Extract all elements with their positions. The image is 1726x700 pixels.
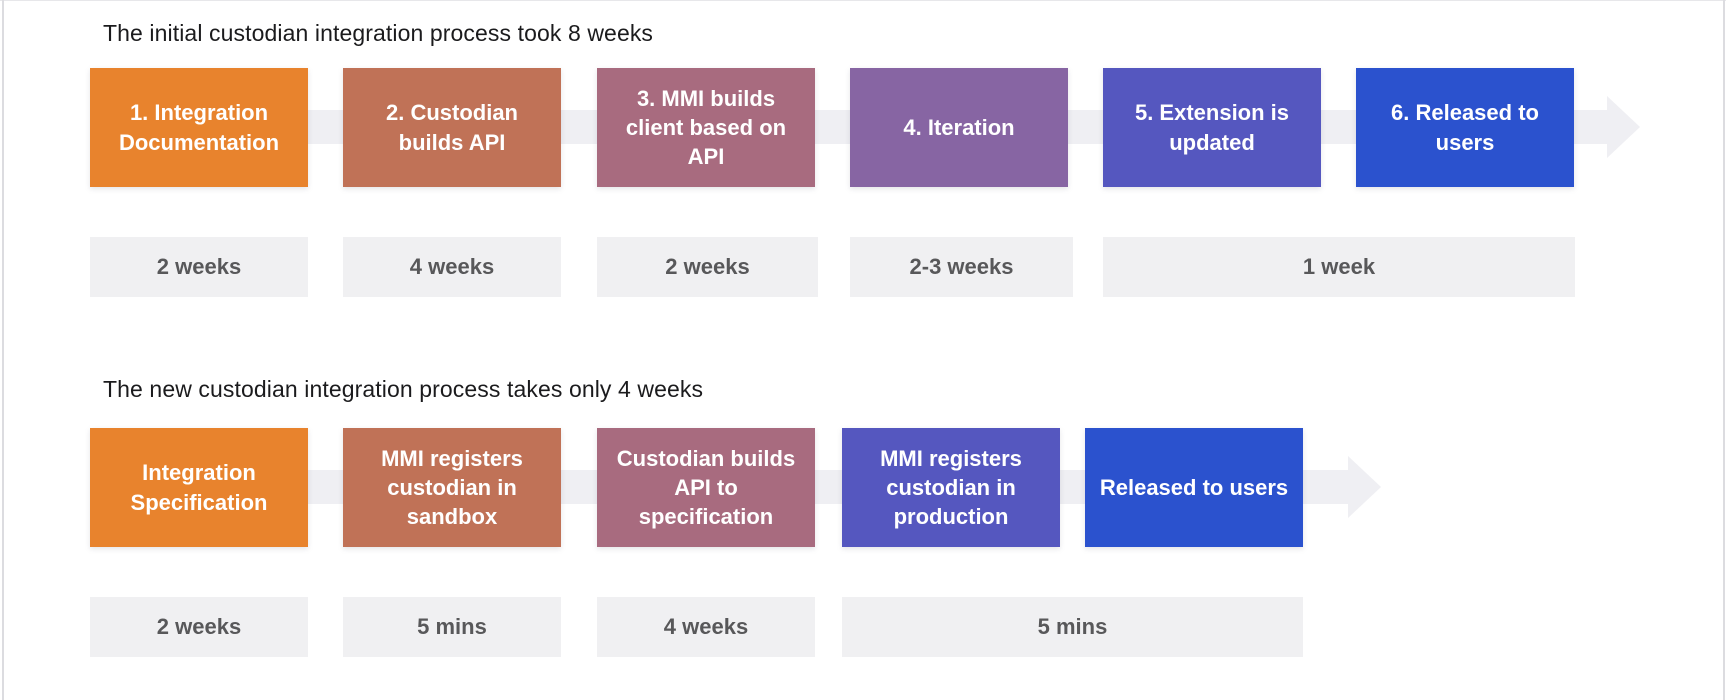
flow-arrow-icon (1348, 456, 1381, 518)
process-step-label: 4. Iteration (903, 114, 1015, 140)
duration-label: 4 weeks (343, 237, 561, 297)
process-step: 2. Custodian builds API (343, 68, 561, 187)
process-step: Integration Specification (90, 428, 308, 547)
process-step-label: Integration Specification (130, 460, 268, 515)
duration-text: 2 weeks (665, 254, 750, 279)
duration-label: 1 week (1103, 237, 1575, 297)
process-step: Released to users (1085, 428, 1303, 547)
duration-text: 4 weeks (409, 254, 495, 279)
process-step-label: 5. Extension is updated (1134, 100, 1290, 155)
process-step: Custodian builds API to specification (597, 428, 815, 547)
duration-text: 2 weeks (156, 254, 242, 279)
process-step-label: 2. Custodian builds API (385, 100, 518, 155)
duration-text: 1 week (1302, 254, 1376, 279)
section-title: The new custodian integration process ta… (103, 376, 704, 402)
flow-arrow-icon (1607, 96, 1640, 158)
process-step: 3. MMI builds client based on API (597, 68, 815, 187)
process-step: 5. Extension is updated (1103, 68, 1321, 187)
duration-label: 4 weeks (597, 597, 815, 657)
top-border (0, 0, 1726, 1)
left-border (2, 0, 4, 700)
duration-label: 5 mins (842, 597, 1303, 657)
process-step-label: 3. MMI builds client based on API (625, 85, 787, 170)
section-title: The initial custodian integration proces… (103, 20, 654, 46)
process-step: MMI registers custodian in sandbox (343, 428, 561, 547)
duration-label: 2-3 weeks (850, 237, 1073, 297)
right-border (1723, 0, 1725, 700)
process-step: MMI registers custodian in production (842, 428, 1060, 547)
duration-label: 5 mins (343, 597, 561, 657)
process-step: 1. Integration Documentation (90, 68, 308, 187)
process-step: 6. Released to users (1356, 68, 1574, 187)
duration-text: 2-3 weeks (909, 254, 1014, 279)
process-step-label: 6. Released to users (1391, 100, 1539, 155)
duration-text: 5 mins (1037, 614, 1108, 639)
process-step-label: MMI registers custodian in sandbox (381, 445, 523, 530)
duration-label: 2 weeks (90, 597, 308, 657)
process-step: 4. Iteration (850, 68, 1068, 187)
process-step-label: Released to users (1099, 474, 1289, 500)
duration-label: 2 weeks (90, 237, 308, 297)
process-step-label: 1. Integration Documentation (118, 100, 280, 155)
duration-text: 2 weeks (156, 614, 242, 639)
process-step-label: Custodian builds API to specification (616, 445, 796, 530)
process-step-label: MMI registers custodian in production (880, 445, 1022, 530)
duration-label: 2 weeks (597, 237, 818, 297)
duration-text: 4 weeks (663, 614, 749, 639)
duration-text: 5 mins (417, 614, 487, 639)
